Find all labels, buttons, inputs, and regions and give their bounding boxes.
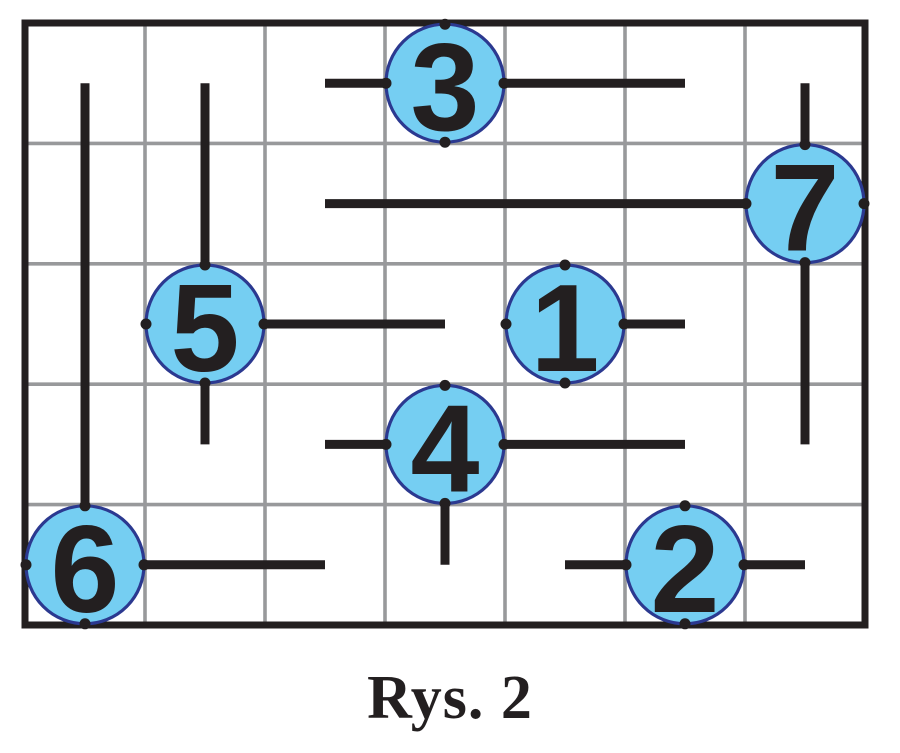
circle-dot-3-right [498,77,510,89]
circle-dot-7-up [799,139,811,151]
circle-dot-7-down [799,257,811,269]
circle-dot-5-up [199,259,211,271]
circle-dot-4-right [498,438,510,450]
circle-dot-3-left [380,77,392,89]
circle-dot-4-left [380,438,392,450]
circle-dot-7-left [740,198,752,210]
circle-number-7: 7 [771,140,840,278]
circle-dot-2-left [620,559,632,571]
figure-caption: Rys. 2 [367,664,533,732]
circle-number-5: 5 [171,260,240,398]
circle-dot-7-right [858,198,870,210]
circle-dot-6-down [79,618,91,630]
circle-dot-1-left [500,318,512,330]
circle-dot-3-down [439,136,451,148]
circle-number-2: 2 [651,501,720,639]
circle-dot-3-up [439,18,451,30]
circle-dot-1-up [559,259,571,271]
circle-dot-4-up [439,379,451,391]
circle-dot-2-right [738,559,750,571]
circle-number-4: 4 [411,380,480,518]
circle-dot-6-left [20,559,32,571]
circle-number-1: 1 [531,260,600,398]
circle-dot-5-down [199,377,211,389]
circle-dot-6-right [138,559,150,571]
circle-dot-5-right [258,318,270,330]
circle-dot-2-down [679,618,691,630]
circle-number-6: 6 [51,501,120,639]
circle-number-3: 3 [411,19,480,157]
circle-dot-5-left [140,318,152,330]
circle-dot-1-down [559,377,571,389]
circle-dot-1-right [618,318,630,330]
circle-dot-6-up [79,500,91,512]
circle-dot-4-down [439,497,451,509]
circle-dot-2-up [679,500,691,512]
